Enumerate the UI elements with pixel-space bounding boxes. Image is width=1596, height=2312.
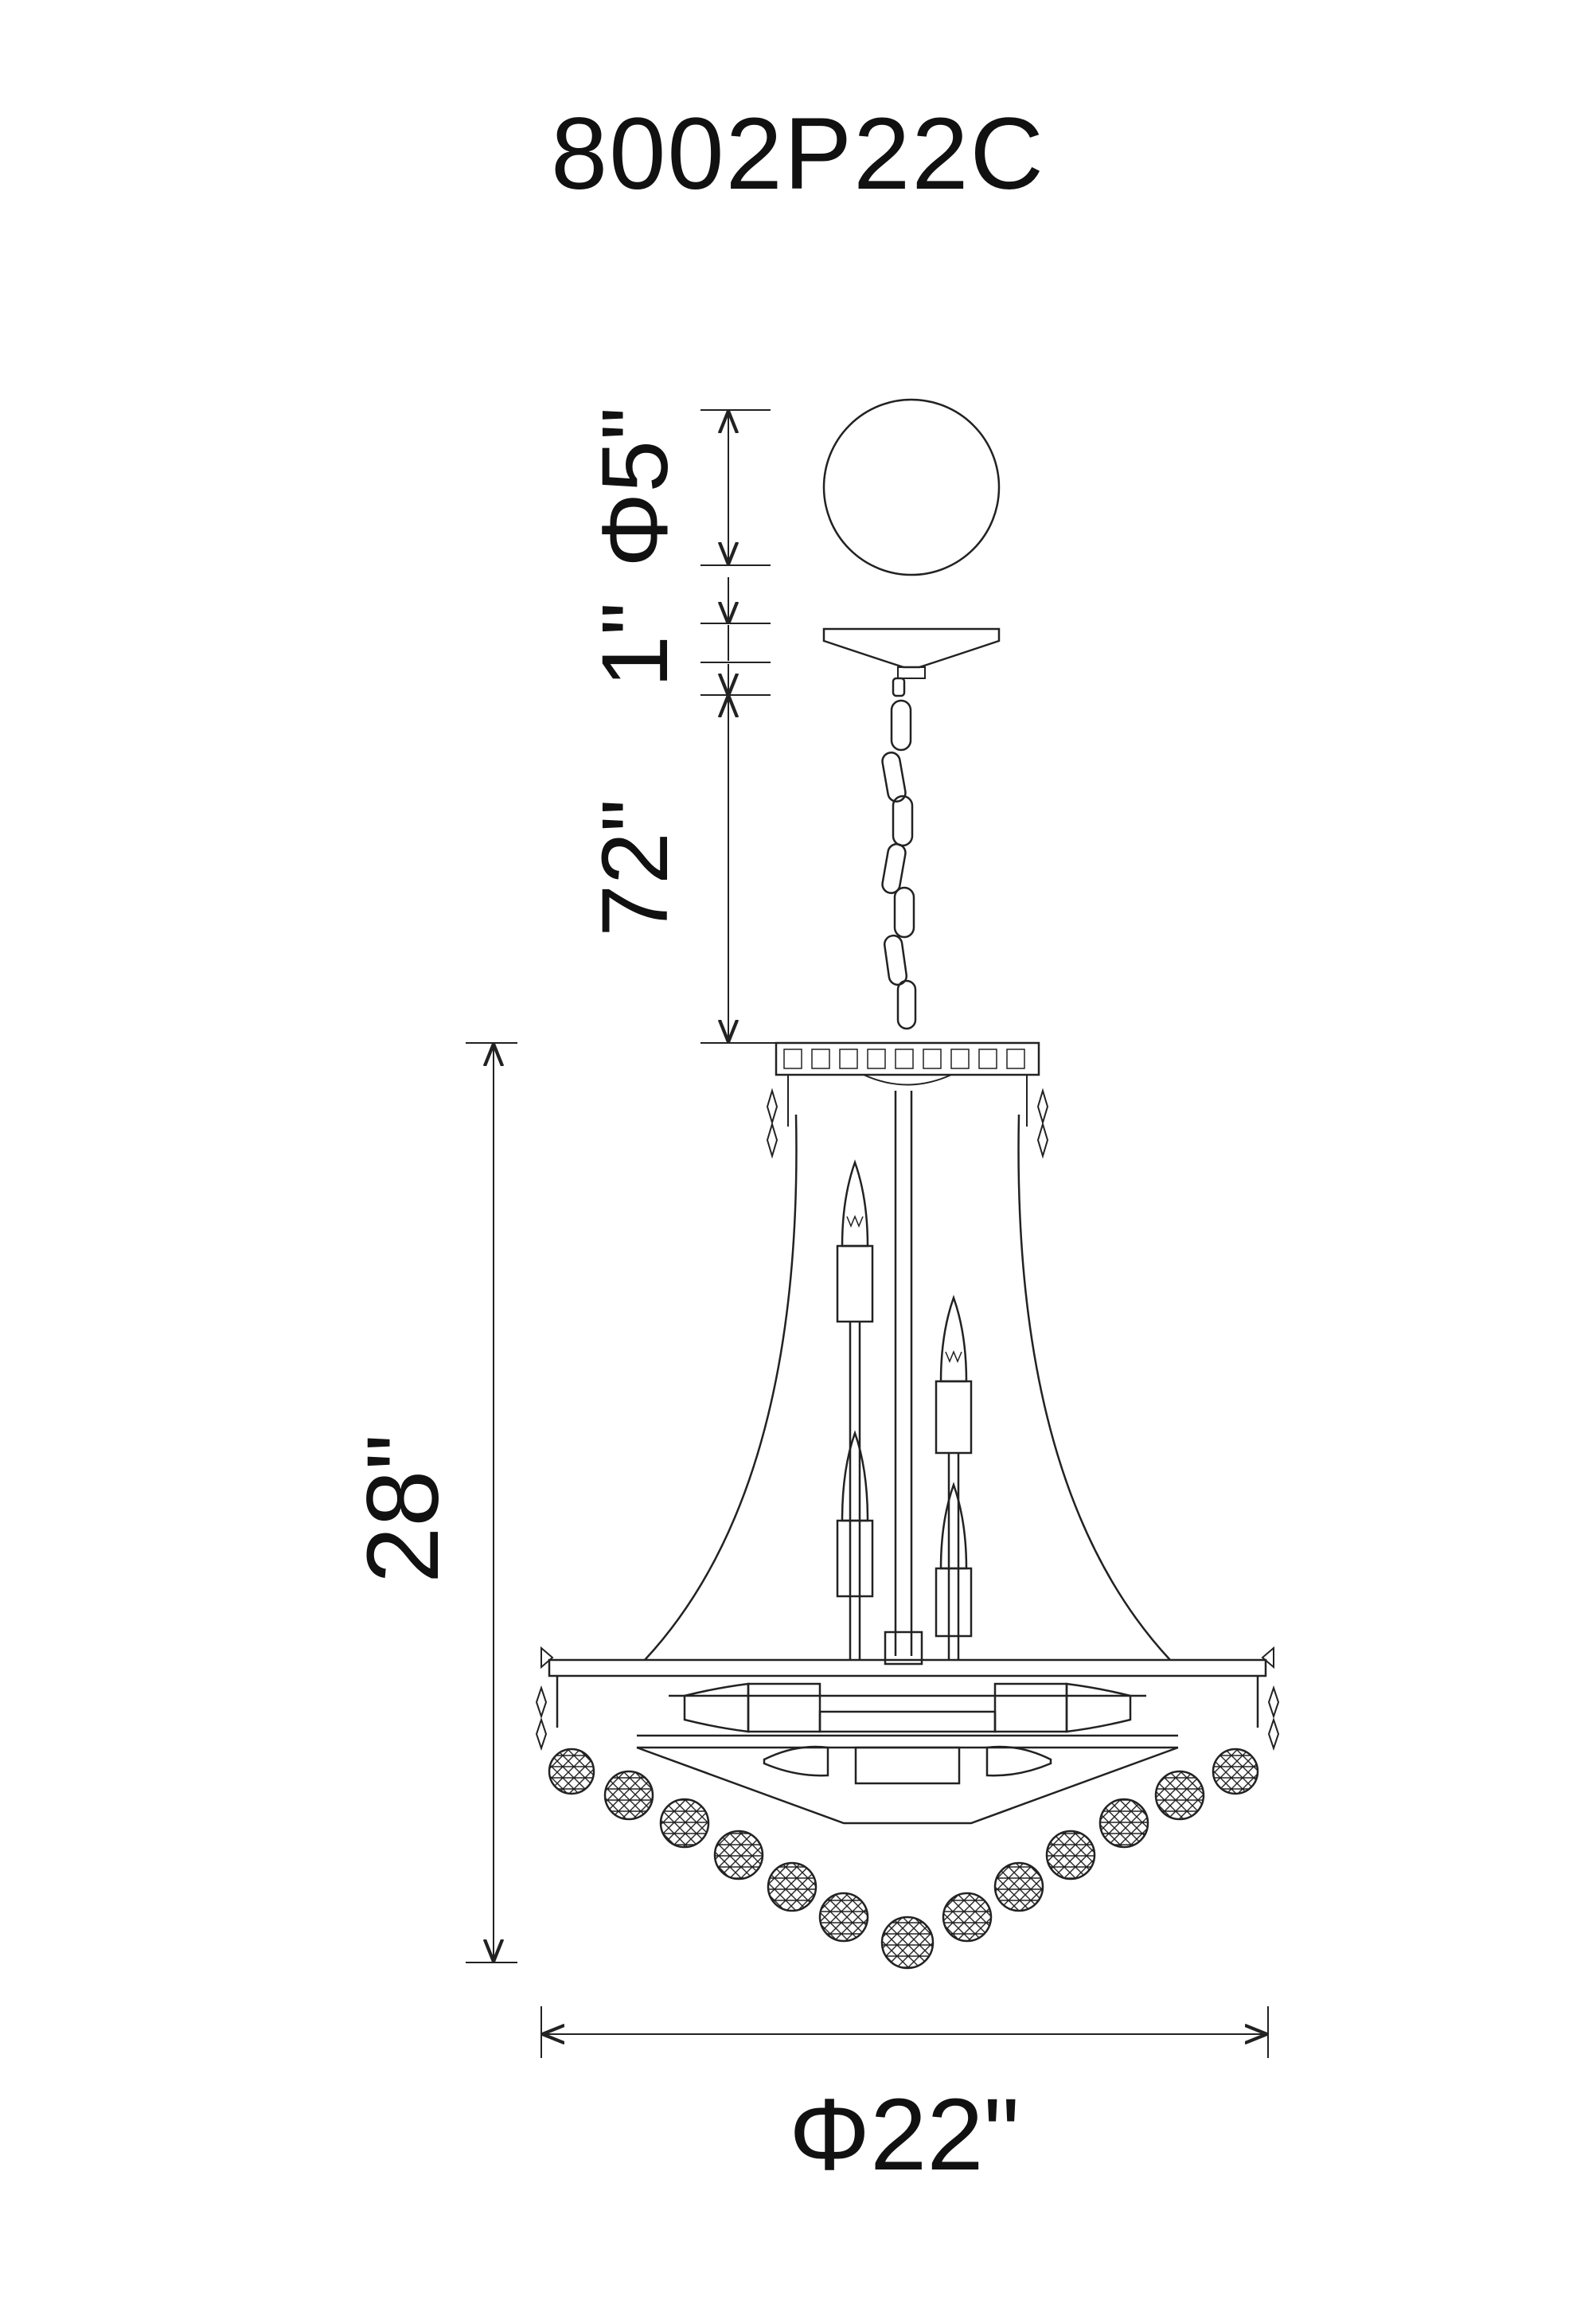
crystal-balls (548, 1748, 1259, 1970)
dimension-chain-length: 72" (583, 697, 796, 1044)
crystal-curtain-outline (644, 1114, 1171, 1661)
chain-length-label: 72" (583, 799, 688, 936)
chain (881, 677, 917, 1030)
candle-lights (836, 1159, 973, 1660)
dimension-fixture-diameter: Φ22" (540, 2006, 1269, 2192)
dimension-canopy-height: 1" (583, 577, 771, 696)
canopy-diameter-label: Φ5" (583, 407, 688, 568)
canopy-side-view (822, 627, 1001, 679)
dimension-fixture-height: 28" (346, 1042, 517, 1963)
dimension-canopy-diameter: Φ5" (583, 407, 771, 568)
canopy-top-view (822, 398, 1001, 576)
fixture-diameter-label: Φ22" (789, 2078, 1020, 2192)
canopy-height-label: 1" (583, 602, 688, 688)
fixture-height-label: 28" (346, 1434, 460, 1584)
lower-ring (535, 1646, 1280, 1825)
model-number: 8002P22C (551, 97, 1045, 211)
crystal-top-band (766, 1041, 1049, 1159)
center-stem (884, 1091, 923, 1666)
